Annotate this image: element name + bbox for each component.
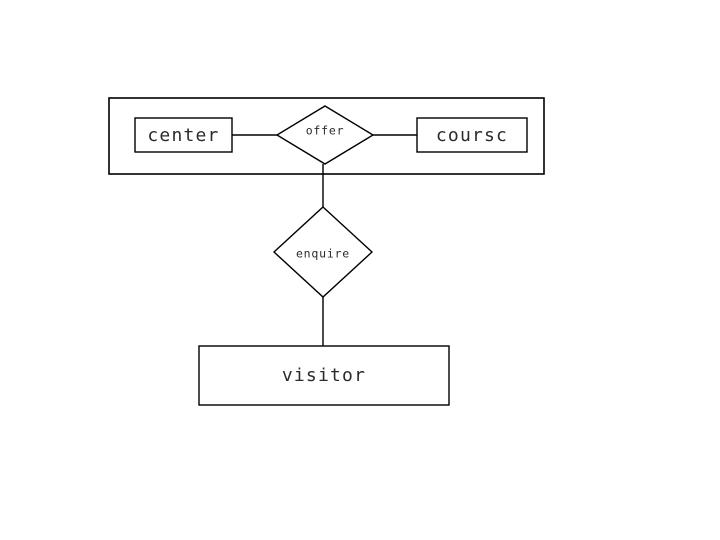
relationship-label-offer: offer — [306, 124, 345, 138]
entity-box-visitor[interactable] — [198, 345, 450, 406]
entity-label-center: center — [147, 125, 219, 146]
group-frame-center-offer-course — [108, 97, 545, 175]
relationship-label-enquire: enquire — [296, 247, 350, 261]
relationship-diamond-offer[interactable] — [275, 105, 375, 165]
entity-box-course[interactable] — [416, 117, 528, 153]
entity-label-course: coursc — [436, 125, 508, 146]
entity-box-center[interactable] — [134, 117, 233, 153]
relationship-diamond-enquire[interactable] — [272, 206, 374, 298]
entity-label-visitor: visitor — [282, 365, 366, 386]
